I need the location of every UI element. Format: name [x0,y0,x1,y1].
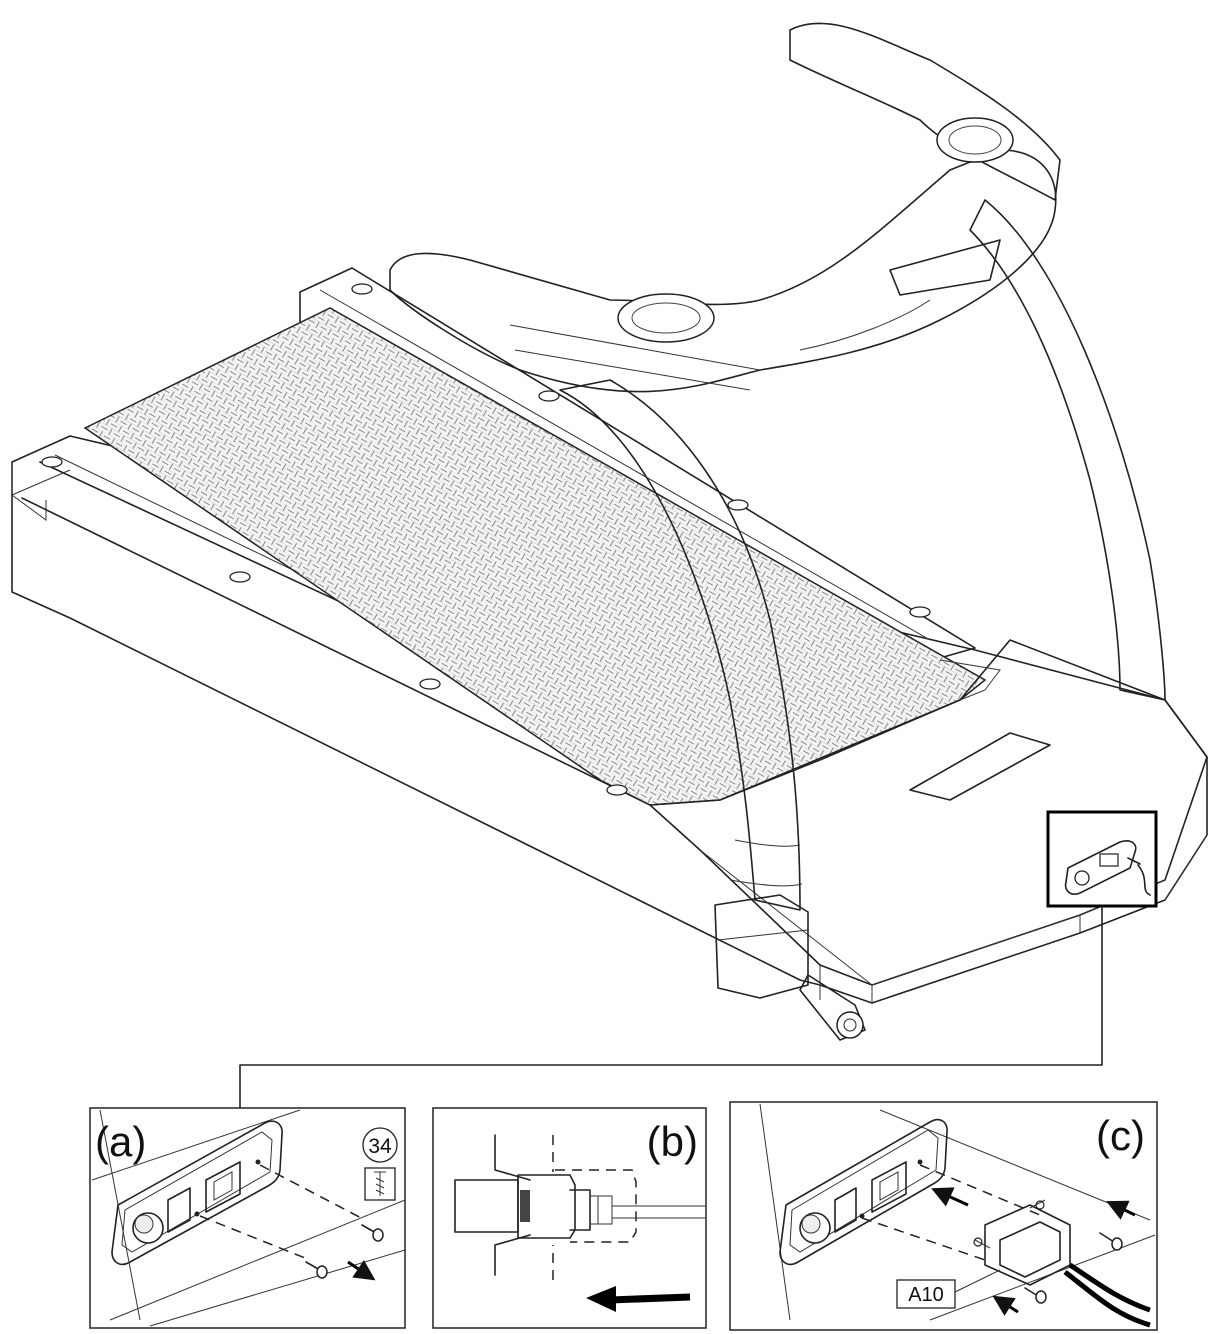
panel-c-label: (c) [1096,1112,1145,1159]
panel-a: 34 (a) [89,1107,406,1329]
running-belt [83,307,987,806]
panel-c: A10 (c) [729,1101,1158,1331]
part-34-label: 34 [368,1135,392,1158]
panel-a-label: (a) [95,1118,146,1165]
part-A10-label: A10 [908,1284,944,1306]
callout-leader-line [239,905,1103,1111]
panel-b-label: (b) [647,1118,698,1165]
treadmill-drawing [11,22,1208,1111]
power-inlet-callout-box [1046,810,1158,908]
panel-b: (b) [432,1107,707,1329]
